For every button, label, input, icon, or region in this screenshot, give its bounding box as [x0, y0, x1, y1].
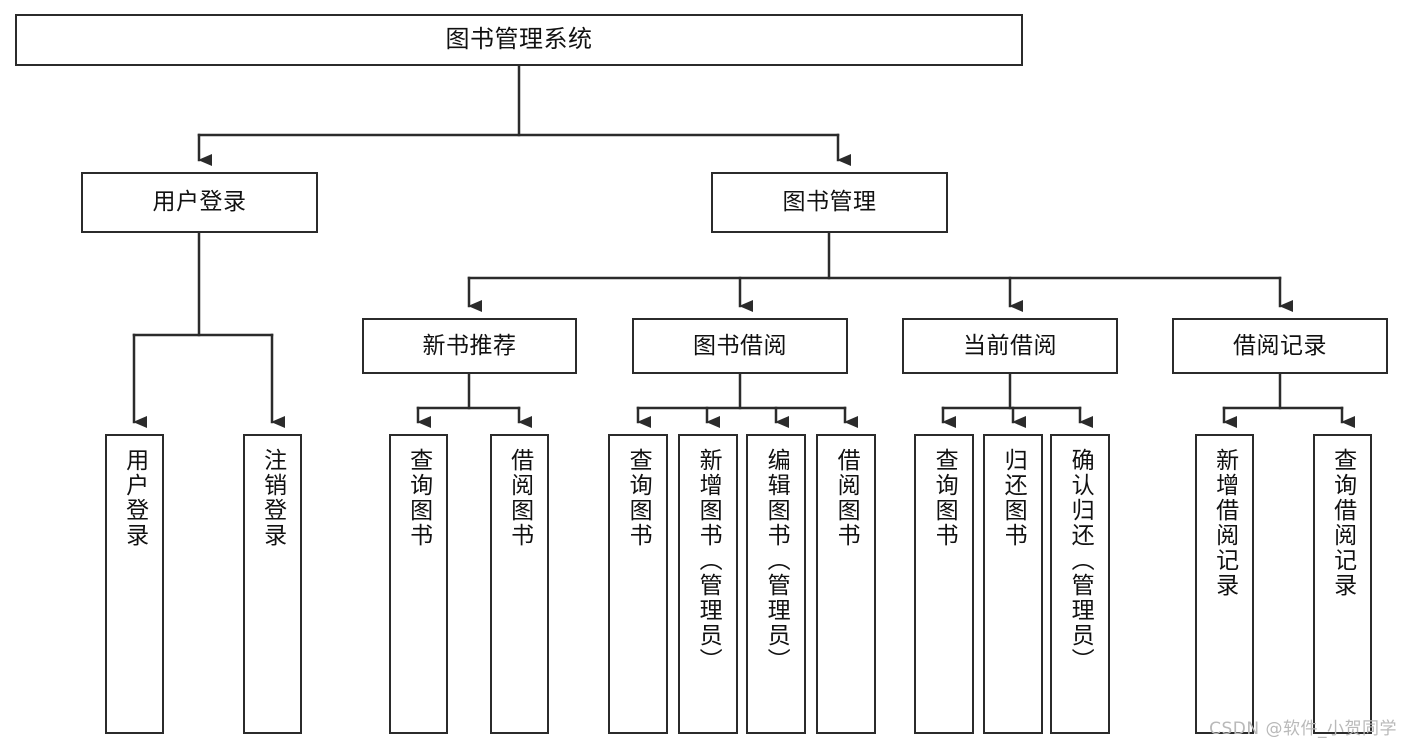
- node-label: 借阅图书: [506, 448, 533, 548]
- node-user-login[interactable]: 用户登录: [81, 172, 318, 233]
- node-label: 用户登录: [121, 448, 148, 548]
- node-label: 图书管理系统: [445, 25, 593, 54]
- node-book-borrow[interactable]: 图书借阅: [632, 318, 848, 374]
- node-label: 确认归还（管理员）: [1067, 448, 1094, 673]
- node-label: 新增借阅记录: [1211, 448, 1238, 598]
- leaf-logout-login[interactable]: 注销登录: [243, 434, 302, 734]
- node-book-manage[interactable]: 图书管理: [711, 172, 948, 233]
- leaf-borrow-book[interactable]: 借阅图书: [816, 434, 876, 734]
- node-label: 归还图书: [1000, 448, 1027, 548]
- leaf-add-book-admin[interactable]: 新增图书（管理员）: [678, 434, 738, 734]
- node-label: 用户登录: [152, 189, 247, 216]
- node-label: 图书借阅: [693, 332, 787, 359]
- node-label: 查询借阅记录: [1329, 448, 1356, 598]
- leaf-query-book-recommend[interactable]: 查询图书: [389, 434, 448, 734]
- node-label: 借阅图书: [833, 448, 860, 548]
- leaf-edit-book-admin[interactable]: 编辑图书（管理员）: [746, 434, 806, 734]
- node-label: 借阅记录: [1233, 332, 1327, 359]
- leaf-borrow-book-recommend[interactable]: 借阅图书: [490, 434, 549, 734]
- leaf-query-borrow-record[interactable]: 查询借阅记录: [1313, 434, 1372, 734]
- node-label: 注销登录: [259, 448, 286, 548]
- leaf-confirm-return-admin[interactable]: 确认归还（管理员）: [1050, 434, 1110, 734]
- leaf-query-book-current[interactable]: 查询图书: [914, 434, 974, 734]
- leaf-query-book-borrow[interactable]: 查询图书: [608, 434, 668, 734]
- node-label: 新增图书（管理员）: [695, 448, 722, 673]
- node-label: 查询图书: [625, 448, 652, 548]
- node-borrow-record[interactable]: 借阅记录: [1172, 318, 1388, 374]
- node-label: 编辑图书（管理员）: [763, 448, 790, 673]
- leaf-user-login[interactable]: 用户登录: [105, 434, 164, 734]
- node-label: 查询图书: [931, 448, 958, 548]
- node-current-borrow[interactable]: 当前借阅: [902, 318, 1118, 374]
- leaf-return-book[interactable]: 归还图书: [983, 434, 1043, 734]
- node-new-book-recommend[interactable]: 新书推荐: [362, 318, 577, 374]
- csdn-watermark: CSDN @软件_小贺同学: [1209, 719, 1397, 739]
- node-label: 当前借阅: [963, 332, 1057, 359]
- node-root-system[interactable]: 图书管理系统: [15, 14, 1023, 66]
- node-label: 图书管理: [782, 189, 877, 216]
- leaf-add-borrow-record[interactable]: 新增借阅记录: [1195, 434, 1254, 734]
- node-label: 查询图书: [405, 448, 432, 548]
- node-label: 新书推荐: [422, 332, 517, 359]
